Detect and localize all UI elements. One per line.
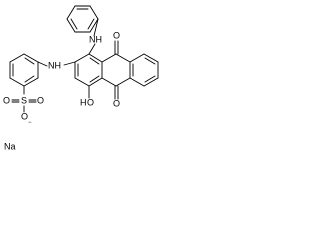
left-phenyl-ring	[9, 53, 39, 87]
middle-left-ring	[74, 53, 103, 87]
o-sulfonyl-left-label: O	[3, 95, 10, 105]
o-top-label: O	[113, 30, 120, 40]
bond-ring-nh-left	[63, 61, 76, 66]
negative-charge-label: −	[28, 120, 32, 126]
right-benzo-ring	[129, 53, 159, 87]
o-sulfonyl-right-label: O	[37, 95, 44, 105]
carbonyl-bonds	[114, 40, 119, 100]
sulfur-label: S	[21, 95, 27, 105]
bond-phenyl-nh-top	[93, 18, 99, 37]
nh-left-label: NH	[48, 60, 61, 70]
oh-o-label: O	[87, 97, 94, 107]
bond-nh-left-to-phenyl	[37, 61, 48, 67]
oh-h-label: H	[80, 97, 87, 107]
nh-top-label: NH	[89, 34, 102, 44]
sulfonate-bonds	[11, 85, 37, 113]
bond-nh-top-to-ring	[88, 43, 96, 55]
central-quinone-ring	[101, 53, 131, 87]
top-phenyl-ring	[66, 5, 99, 33]
chemical-structure-diagram: NH O O NH H O S O O O − Na	[3, 5, 159, 151]
o-bottom-label: O	[113, 98, 120, 108]
sodium-label: Na	[4, 141, 16, 151]
o-minus-label: O	[21, 111, 28, 121]
